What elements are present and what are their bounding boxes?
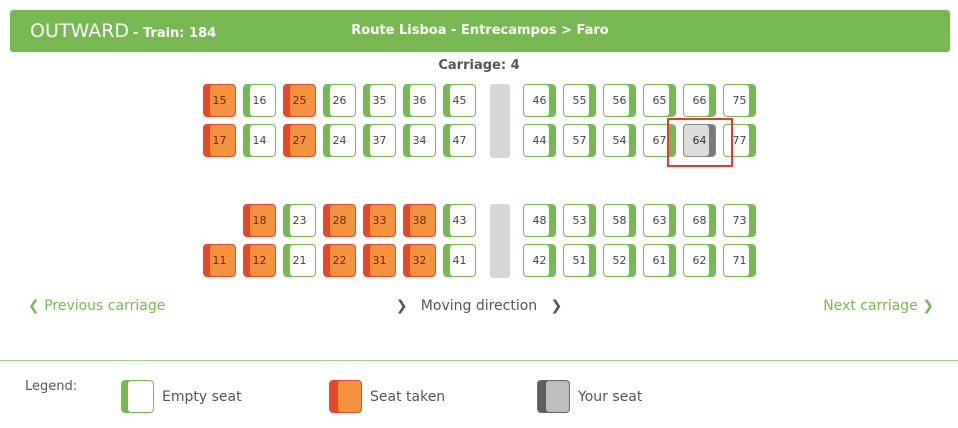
seat-11[interactable]: 11: [203, 244, 236, 277]
seat-25[interactable]: 25: [283, 84, 316, 117]
seat-16[interactable]: 16: [243, 84, 276, 117]
seat-77[interactable]: 77: [723, 124, 756, 157]
chevron-right-icon: ❯: [395, 298, 408, 314]
seat-17[interactable]: 17: [203, 124, 236, 157]
seat-68[interactable]: 68: [683, 204, 716, 237]
seat-27[interactable]: 27: [283, 124, 316, 157]
seat-54[interactable]: 54: [603, 124, 636, 157]
divider: [0, 360, 958, 361]
next-carriage-link[interactable]: Next carriage ❯: [823, 298, 934, 314]
direction-title: OUTWARD- Train: 184: [30, 20, 216, 42]
seat-23[interactable]: 23: [283, 204, 316, 237]
seat-53[interactable]: 53: [563, 204, 596, 237]
journey-header: OUTWARD- Train: 184 Route Lisboa - Entre…: [10, 10, 950, 52]
seat-28[interactable]: 28: [323, 204, 356, 237]
seat-31[interactable]: 31: [363, 244, 396, 277]
seat-66[interactable]: 66: [683, 84, 716, 117]
chevron-left-icon: ❮: [28, 298, 40, 314]
chevron-right-icon: ❯: [550, 298, 563, 314]
carriage-title: Carriage: 4: [438, 58, 520, 73]
taken-seat-swatch: [329, 380, 362, 413]
seat-73[interactable]: 73: [723, 204, 756, 237]
seat-65[interactable]: 65: [643, 84, 676, 117]
legend-your-seat: Your seat: [537, 380, 642, 413]
seat-22[interactable]: 22: [323, 244, 356, 277]
seat-61[interactable]: 61: [643, 244, 676, 277]
moving-direction: ❯ Moving direction ❯: [0, 298, 958, 314]
seat-41[interactable]: 41: [443, 244, 476, 277]
seat-64[interactable]: 64: [683, 124, 716, 157]
seat-44[interactable]: 44: [523, 124, 556, 157]
seat-55[interactable]: 55: [563, 84, 596, 117]
previous-carriage-label: Previous carriage: [44, 298, 166, 314]
seat-33[interactable]: 33: [363, 204, 396, 237]
seat-21[interactable]: 21: [283, 244, 316, 277]
seat-45[interactable]: 45: [443, 84, 476, 117]
selected-seat-highlight: [667, 118, 733, 167]
seat-46[interactable]: 46: [523, 84, 556, 117]
seat-37[interactable]: 37: [363, 124, 396, 157]
seat-47[interactable]: 47: [443, 124, 476, 157]
seat-75[interactable]: 75: [723, 84, 756, 117]
seat-58[interactable]: 58: [603, 204, 636, 237]
train-number: - Train: 184: [133, 26, 217, 41]
seat-48[interactable]: 48: [523, 204, 556, 237]
route-label: Route Lisboa - Entrecampos > Faro: [351, 23, 609, 38]
seat-15[interactable]: 15: [203, 84, 236, 117]
seat-71[interactable]: 71: [723, 244, 756, 277]
seat-51[interactable]: 51: [563, 244, 596, 277]
seat-14[interactable]: 14: [243, 124, 276, 157]
seat-63[interactable]: 63: [643, 204, 676, 237]
legend-taken-text: Seat taken: [370, 388, 446, 405]
seat-36[interactable]: 36: [403, 84, 436, 117]
empty-seat-swatch: [121, 380, 154, 413]
seat-43[interactable]: 43: [443, 204, 476, 237]
your-seat-swatch: [537, 380, 570, 413]
aisle-lower: [490, 204, 510, 278]
direction-label: OUTWARD: [30, 20, 130, 42]
seat-18[interactable]: 18: [243, 204, 276, 237]
legend-seat-taken: Seat taken: [329, 380, 445, 413]
legend-empty-text: Empty seat: [162, 388, 242, 405]
seat-52[interactable]: 52: [603, 244, 636, 277]
seat-32[interactable]: 32: [403, 244, 436, 277]
aisle-upper: [490, 84, 510, 158]
seat-57[interactable]: 57: [563, 124, 596, 157]
seat-38[interactable]: 38: [403, 204, 436, 237]
previous-carriage-link[interactable]: ❮ Previous carriage: [28, 298, 165, 314]
legend-label: Legend:: [25, 379, 78, 394]
seat-56[interactable]: 56: [603, 84, 636, 117]
seat-34[interactable]: 34: [403, 124, 436, 157]
chevron-right-icon: ❯: [922, 298, 934, 314]
legend-empty-seat: Empty seat: [121, 380, 242, 413]
next-carriage-label: Next carriage: [823, 298, 918, 314]
legend-mine-text: Your seat: [578, 388, 643, 405]
moving-direction-label: Moving direction: [420, 298, 538, 314]
seat-24[interactable]: 24: [323, 124, 356, 157]
seat-62[interactable]: 62: [683, 244, 716, 277]
seat-12[interactable]: 12: [243, 244, 276, 277]
seat-26[interactable]: 26: [323, 84, 356, 117]
seat-67[interactable]: 67: [643, 124, 676, 157]
seat-42[interactable]: 42: [523, 244, 556, 277]
seat-35[interactable]: 35: [363, 84, 396, 117]
